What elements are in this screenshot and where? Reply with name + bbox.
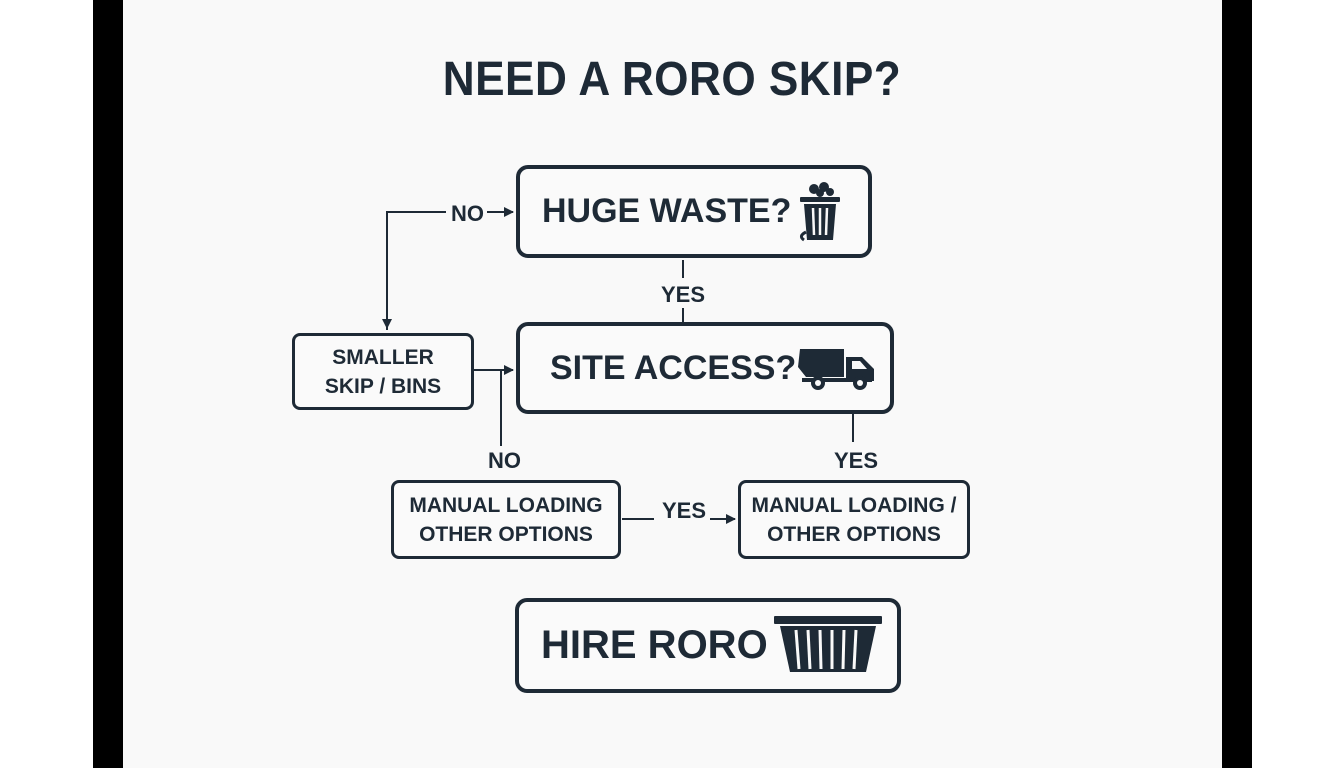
diagram-title: NEED A RORO SKIP? — [442, 53, 902, 106]
node-site-access: SITE ACCESS? — [516, 322, 894, 414]
node-manual-loading-left: MANUAL LOADING OTHER OPTIONS — [391, 480, 621, 559]
node-huge-waste-label: HUGE WASTE? — [542, 192, 792, 230]
edge-label-yes-middle: YES — [662, 498, 707, 523]
skip-container-icon — [774, 614, 884, 679]
edge-no-top — [386, 211, 446, 330]
node-manual-left-line-2: OTHER OPTIONS — [419, 522, 593, 546]
edge-label-yes-right: YES — [834, 448, 879, 473]
node-manual-left-line-1: MANUAL LOADING — [409, 493, 603, 517]
node-hire-roro: HIRE RORO — [515, 598, 901, 693]
trash-bin-icon — [796, 180, 844, 249]
node-site-access-label: SITE ACCESS? — [550, 348, 797, 387]
edge-label-yes-top: YES — [661, 282, 706, 307]
node-manual-right-line-2: OTHER OPTIONS — [767, 522, 941, 546]
edge-label-no-top: NO — [451, 201, 484, 226]
left-margin — [0, 0, 93, 768]
node-smaller-skip-line-2: SKIP / BINS — [324, 374, 442, 398]
node-smaller-skip: SMALLER SKIP / BINS — [292, 333, 474, 410]
node-hire-roro-label: HIRE RORO — [541, 623, 768, 667]
edge-label-no-left: NO — [488, 448, 521, 473]
truck-icon — [796, 345, 876, 396]
node-smaller-skip-line-1: SMALLER — [332, 345, 434, 369]
node-manual-right-line-1: MANUAL LOADING / — [751, 493, 957, 517]
node-manual-loading-right: MANUAL LOADING / OTHER OPTIONS — [738, 480, 970, 559]
right-margin — [1252, 0, 1344, 768]
